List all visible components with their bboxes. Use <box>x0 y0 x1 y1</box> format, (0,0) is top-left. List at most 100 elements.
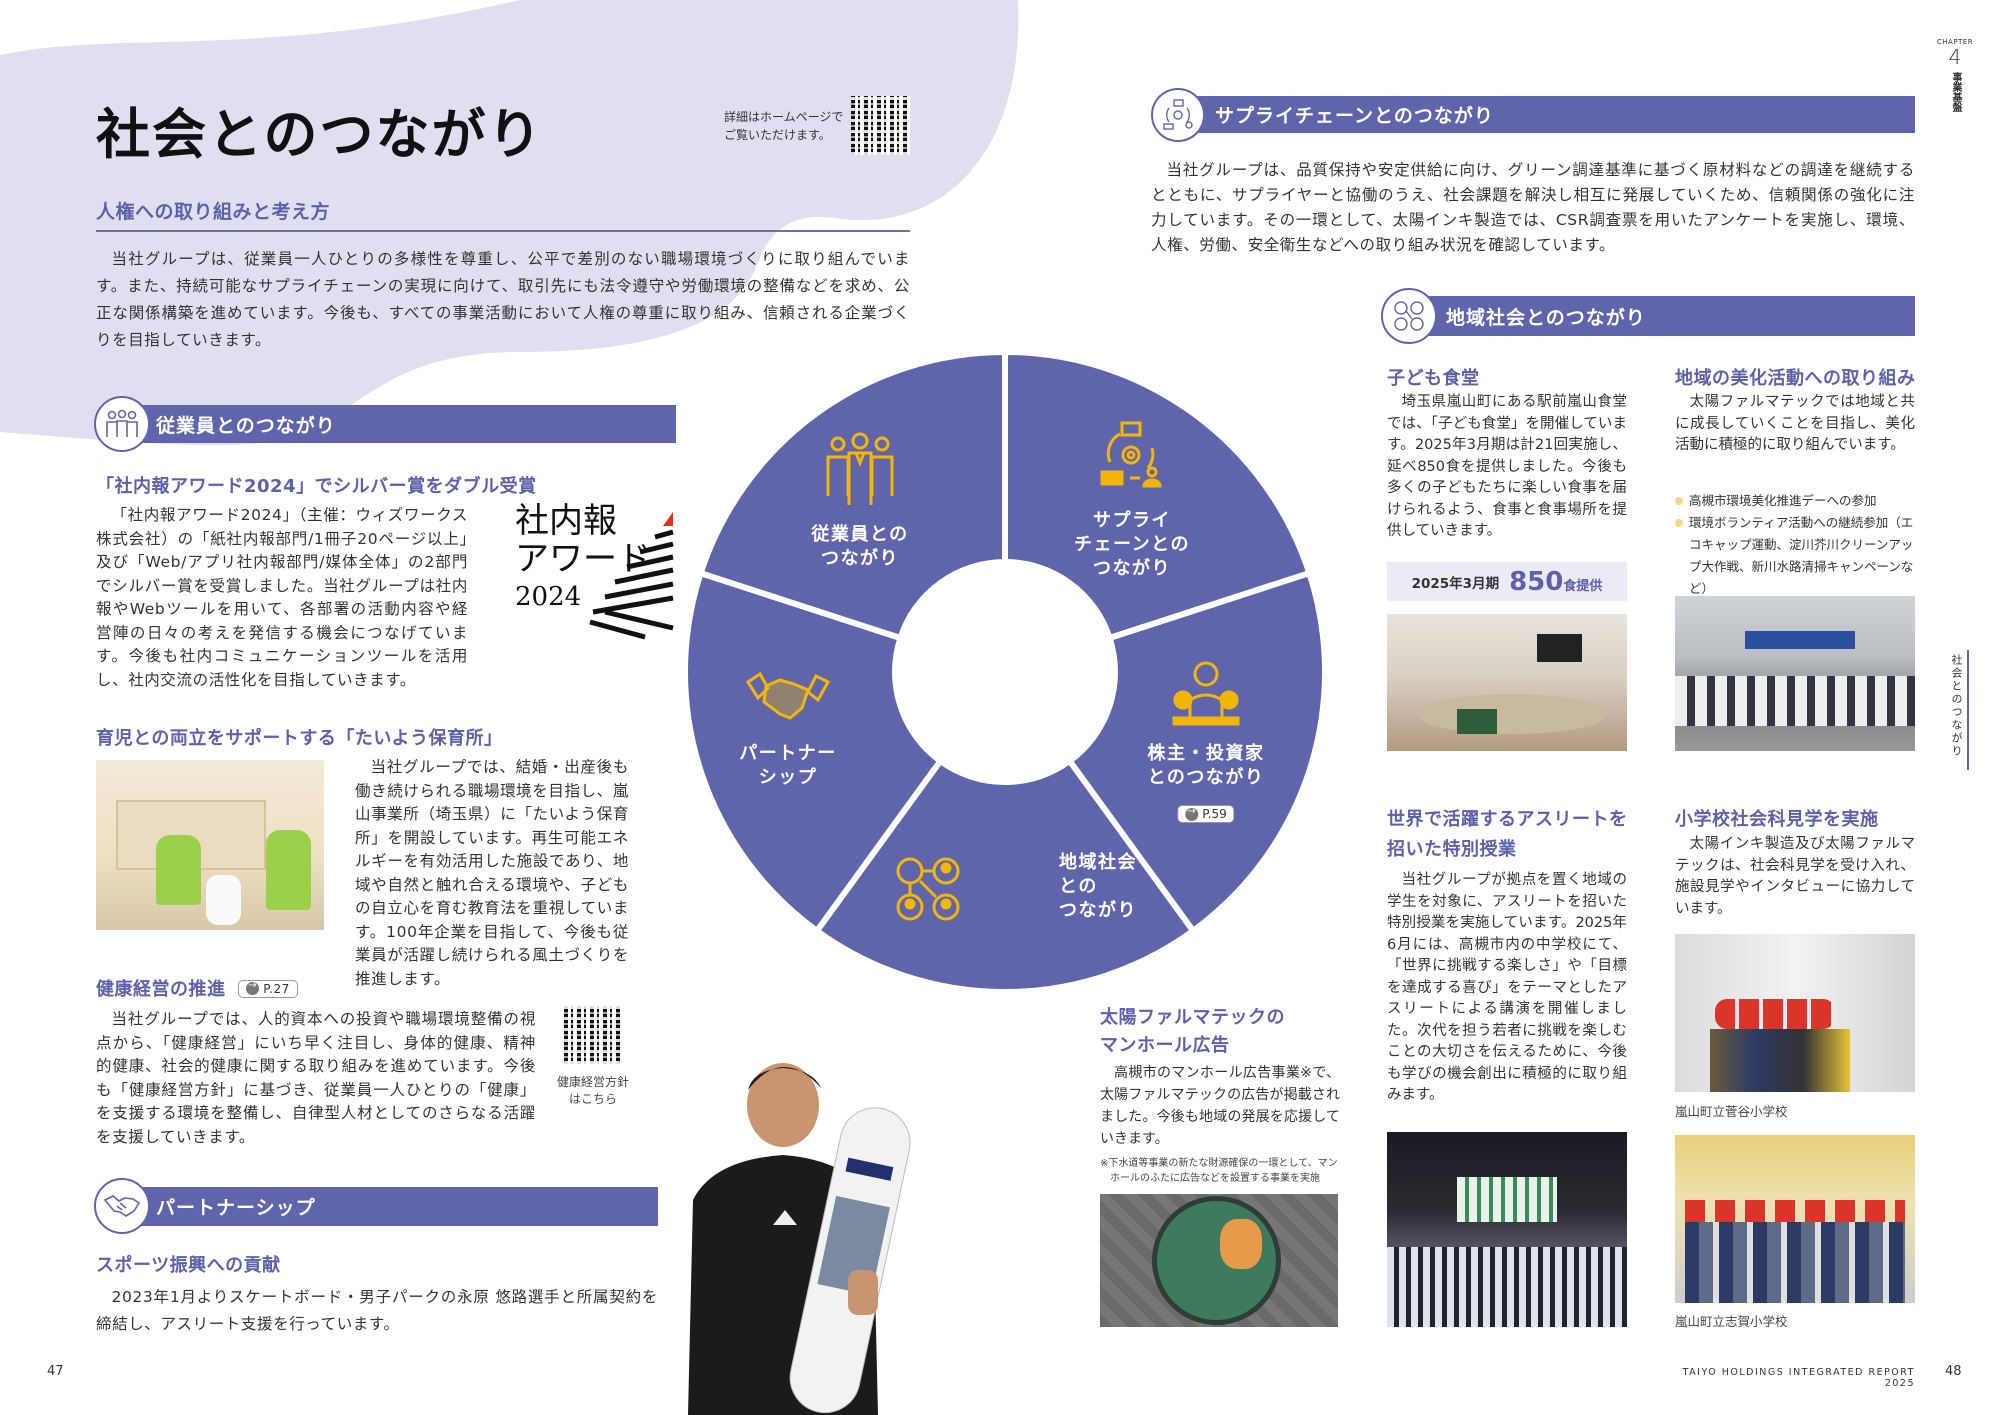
kids-cafeteria-heading: 子ども食堂 <box>1387 368 1480 389</box>
manhole-heading: 太陽ファルマテックの マンホール広告 <box>1100 1004 1285 1060</box>
page-ref-text: P.27 <box>263 981 290 996</box>
qr-note-line: ご覧いただけます。 <box>724 128 831 142</box>
supply-chain-icon <box>1096 420 1166 494</box>
caption-line: 健康経営方針 <box>556 1075 629 1089</box>
arrow-right-icon <box>246 980 260 995</box>
qr-note: 詳細はホームページで ご覧いただけます。 <box>724 108 843 144</box>
logo-text: 社内報 <box>515 501 617 541</box>
chapter-title: 事業基盤 <box>1950 72 1961 112</box>
health-qr-caption: 健康経営方針 はこちら <box>548 1074 638 1108</box>
section-title: サプライチェーンとのつながり <box>1215 105 1494 127</box>
logo-text: 2024 <box>515 582 582 612</box>
community-network-icon <box>1381 288 1437 344</box>
nursery-body: 当社グループでは、結婚・出産後も働き続けられる職場環境を目指し、嵐山事業所（埼玉… <box>355 758 629 988</box>
school-caption-1: 嵐山町立菅谷小学校 <box>1675 1104 1788 1119</box>
heading-line: マンホール広告 <box>1100 1035 1230 1056</box>
school-visit-body: 太陽インキ製造及び太陽ファルマテックは、社会科見学を受け入れ、施設見学やインタビ… <box>1675 836 1915 917</box>
qr-note-line: 詳細はホームページで <box>724 110 844 124</box>
section-title: パートナーシップ <box>156 1197 316 1219</box>
page-number-right: 48 <box>1945 1364 1962 1379</box>
heading-line: 世界で活躍するアスリートを <box>1387 809 1628 830</box>
wheel-segment <box>696 350 1008 642</box>
supply-chain-icon <box>1151 88 1205 142</box>
health-heading: 健康経営の推進 P.27 <box>96 975 298 1001</box>
nursery-photo <box>96 760 324 930</box>
sports-body: 2023年1月よりスケートボード・男子パークの永原 悠路選手と所属契約を締結し、… <box>96 1288 658 1333</box>
wheel-segment-label: 従業員との つながり <box>811 524 909 569</box>
page-ref-link[interactable]: P.59 <box>1177 805 1235 823</box>
community-network-icon <box>893 854 963 928</box>
logo-text: アワード <box>515 539 651 579</box>
partnership-section-bar: パートナーシップ <box>120 1187 658 1226</box>
beautification-heading: 地域の美化活動への取り組み <box>1675 368 1916 389</box>
beautification-bullets: 高槻市環境美化推進デーへの参加 環境ボランティア活動への継続参加（エコキャップ運… <box>1675 490 1915 600</box>
beautification-body: 太陽ファルマテックでは地域と共に成長していくことを目指し、美化活動に積極的に取り… <box>1675 394 1915 453</box>
wheel-segment <box>1002 350 1314 642</box>
sports-heading: スポーツ振興への貢献 <box>96 1255 281 1276</box>
nursery-heading: 育児との両立をサポートする「たいよう保育所」 <box>96 728 503 749</box>
manhole-photo <box>1100 1194 1338 1327</box>
manhole-body: 高槻市のマンホール広告事業※で、太陽ファルマテックの広告が掲載されました。今後も… <box>1100 1065 1340 1147</box>
health-heading-text: 健康経営の推進 <box>96 979 226 1000</box>
award-heading: 「社内報アワード2024」でシルバー賞をダブル受賞 <box>96 476 537 497</box>
chapter-marker: CHAPTER 4 事業基盤 <box>1935 38 1975 112</box>
community-section-bar: 地域社会とのつながり <box>1414 296 1915 336</box>
page-ref-text: P.59 <box>1202 807 1227 821</box>
beautification-photo <box>1675 596 1915 751</box>
athlete-class-photo <box>1387 1132 1627 1327</box>
caption-line: はこちら <box>568 1092 617 1106</box>
investor-icon <box>1170 656 1242 732</box>
section-title: 従業員とのつながり <box>156 414 336 437</box>
website-qr-code[interactable] <box>851 96 910 155</box>
divider <box>96 230 910 232</box>
people-icon <box>820 431 900 515</box>
connections-wheel <box>682 350 1328 995</box>
handshake-icon <box>94 1178 150 1234</box>
school-caption-2: 嵐山町立志賀小学校 <box>1675 1314 1788 1329</box>
handshake-icon <box>745 670 831 726</box>
page-ref-link[interactable]: P.27 <box>238 979 298 998</box>
footer-report-title: TAIYO HOLDINGS INTEGRATED REPORT 2025 <box>1682 1367 1915 1389</box>
wheel-segment <box>1065 569 1328 936</box>
health-policy-qr-code[interactable] <box>564 1006 622 1064</box>
side-tab-label: 社会とのつながり <box>1950 654 1963 758</box>
human-rights-body: 当社グループは、従業員一人ひとりの多様性を尊重し、公平で差別のない職場環境づくり… <box>96 250 910 349</box>
school-visit-heading: 小学校社会科見学を実施 <box>1675 809 1879 830</box>
side-tab-line <box>1967 650 1969 770</box>
award-body: 「社内報アワード2024」（主催：ウィズワークス株式会社）の「紙社内報部門/1冊… <box>96 506 468 689</box>
stat-period: 2025年3月期 <box>1411 575 1500 592</box>
wheel-segment-label: 株主・投資家 とのつながり <box>1147 743 1265 788</box>
athlete-class-heading: 世界で活躍するアスリートを 招いた特別授業 <box>1387 805 1628 865</box>
kids-cafeteria-body: 埼玉県嵐山町にある駅前嵐山食堂では、「子ども食堂」を開催しています。2025年3… <box>1387 394 1627 539</box>
heading-line: 招いた特別授業 <box>1387 839 1517 860</box>
wheel-segment <box>812 756 1198 995</box>
background-blob <box>0 0 1019 446</box>
athlete-class-body: 当社グループが拠点を置く地域の学生を対象に、アスリートを招いた特別授業を実施して… <box>1387 872 1627 1103</box>
supply-chain-body: 当社グループは、品質保持や安定供給に向け、グリーン調達基準に基づく原材料などの調… <box>1151 161 1915 254</box>
heading-line: 太陽ファルマテックの <box>1100 1007 1285 1028</box>
supply-chain-section-bar: サプライチェーンとのつながり <box>1185 96 1915 133</box>
manhole-note: ※下水道等事業の新たな財源確保の一環として、マンホールのふたに広告などを設置する… <box>1100 1158 1338 1184</box>
page-number-left: 47 <box>47 1364 64 1379</box>
health-body: 当社グループでは、人的資本への投資や職場環境整備の視点から、「健康経営」にいち早… <box>96 1010 536 1146</box>
people-icon <box>94 396 150 452</box>
human-rights-heading: 人権への取り組みと考え方 <box>96 201 331 223</box>
school-visit-photo-1 <box>1675 934 1915 1092</box>
skateboarder-photo <box>688 1063 911 1415</box>
wheel-segment-label: パートナー シップ <box>739 743 837 788</box>
chapter-label: CHAPTER <box>1936 38 1974 46</box>
employees-section-bar: 従業員とのつながり <box>120 405 676 443</box>
arrow-right-icon <box>1185 806 1199 821</box>
wheel-segment-label: 地域社会 との つながり <box>1059 852 1137 921</box>
school-visit-photo-2 <box>1675 1135 1915 1303</box>
wheel-segment-label: サプライ チェーンとの つながり <box>1074 510 1190 579</box>
stat-value: 850 <box>1509 566 1564 597</box>
kids-cafeteria-photo <box>1387 614 1627 751</box>
section-title: 地域社会とのつながり <box>1446 306 1646 329</box>
kids-cafeteria-stat: 2025年3月期 850食提供 <box>1387 562 1627 601</box>
chapter-number: 4 <box>1948 45 1962 69</box>
bullet-item: 高槻市環境美化推進デーへの参加 <box>1675 490 1915 512</box>
stat-unit: 食提供 <box>1563 578 1603 594</box>
bullet-item: 環境ボランティア活動への継続参加（エコキャップ運動、淀川芥川クリーンアップ大作戦… <box>1675 512 1915 600</box>
wheel-segment <box>682 569 945 936</box>
